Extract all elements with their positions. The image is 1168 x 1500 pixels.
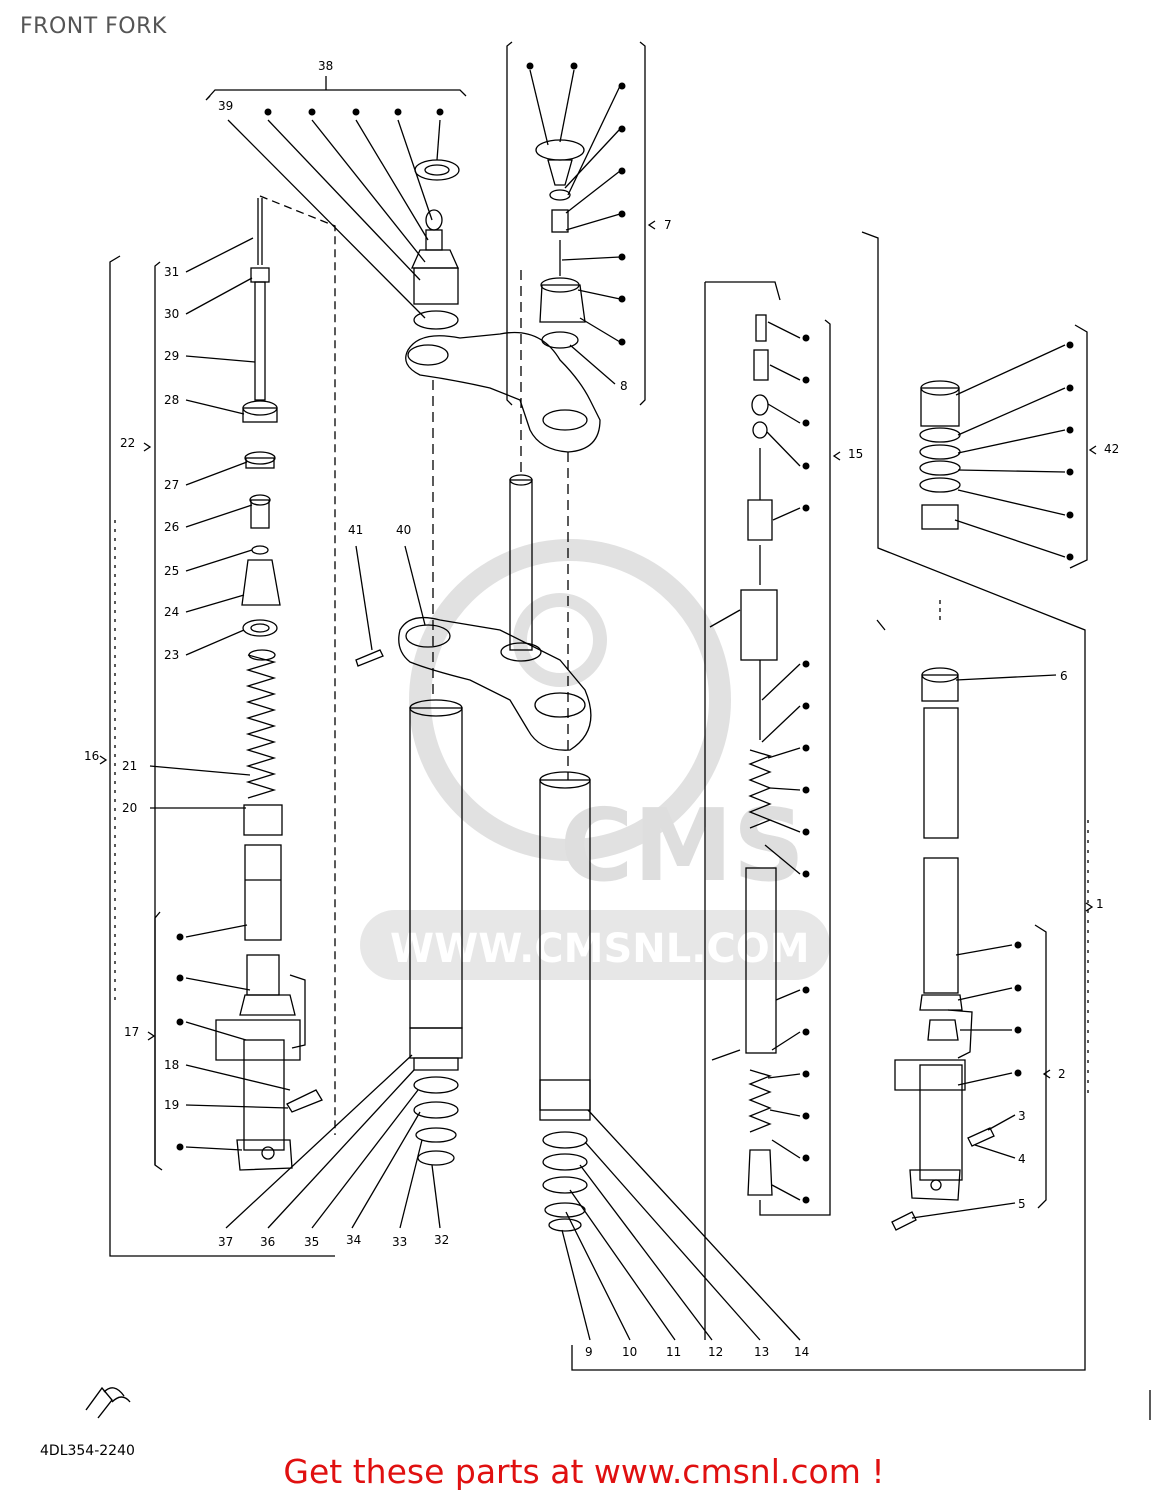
callout-14: 14 (794, 1345, 809, 1359)
callout-5: 5 (1018, 1197, 1026, 1211)
callout-9: 9 (585, 1345, 593, 1359)
callout-32: 32 (434, 1233, 449, 1247)
callout-41: 41 (348, 523, 363, 537)
callout-22: 22 (120, 436, 135, 450)
callout-37: 37 (218, 1235, 233, 1249)
callout-31: 31 (164, 265, 179, 279)
callout-15: 15 (848, 447, 863, 461)
callout-1: 1 (1096, 897, 1104, 911)
callout-24: 24 (164, 605, 179, 619)
callout-18: 18 (164, 1058, 179, 1072)
callout-12: 12 (708, 1345, 723, 1359)
callout-16: 16 (84, 749, 99, 763)
callout-25: 25 (164, 564, 179, 578)
bracket-arrows (99, 220, 1097, 1079)
callout-2: 2 (1058, 1067, 1066, 1081)
callout-19: 19 (164, 1098, 179, 1112)
page-title: FRONT FORK (20, 14, 167, 39)
callout-38: 38 (318, 59, 333, 73)
callout-26: 26 (164, 520, 179, 534)
callout-35: 35 (304, 1235, 319, 1249)
promo-link[interactable]: Get these parts at www.cmsnl.com ! (283, 1452, 885, 1491)
callout-40: 40 (396, 523, 411, 537)
callout-39: 39 (218, 99, 233, 113)
callout-30: 30 (164, 307, 179, 321)
callout-33: 33 (392, 1235, 407, 1249)
watermark: CMS WWW.CMSNL.COM (360, 539, 830, 980)
callout-3: 3 (1018, 1109, 1026, 1123)
callout-labels: 38 39 7 8 31 30 29 28 22 27 26 25 24 23 … (84, 59, 1119, 1359)
callout-27: 27 (164, 478, 179, 492)
callout-11: 11 (666, 1345, 681, 1359)
callout-10: 10 (622, 1345, 637, 1359)
callout-34: 34 (346, 1233, 361, 1247)
callout-8: 8 (620, 379, 628, 393)
callout-6: 6 (1060, 669, 1068, 683)
callout-21: 21 (122, 759, 137, 773)
line-art (109, 41, 1151, 1420)
callout-7: 7 (664, 218, 672, 232)
callout-23: 23 (164, 648, 179, 662)
callout-36: 36 (260, 1235, 275, 1249)
callout-42: 42 (1104, 442, 1119, 456)
callout-17: 17 (124, 1025, 139, 1039)
watermark-url: WWW.CMSNL.COM (390, 926, 810, 972)
callout-20: 20 (122, 801, 137, 815)
callout-dots (176, 62, 1074, 1204)
callout-13: 13 (754, 1345, 769, 1359)
callout-29: 29 (164, 349, 179, 363)
diagram-code: 4DL354-2240 (40, 1443, 135, 1459)
callout-4: 4 (1018, 1152, 1026, 1166)
author-mark (85, 1386, 131, 1419)
callout-28: 28 (164, 393, 179, 407)
